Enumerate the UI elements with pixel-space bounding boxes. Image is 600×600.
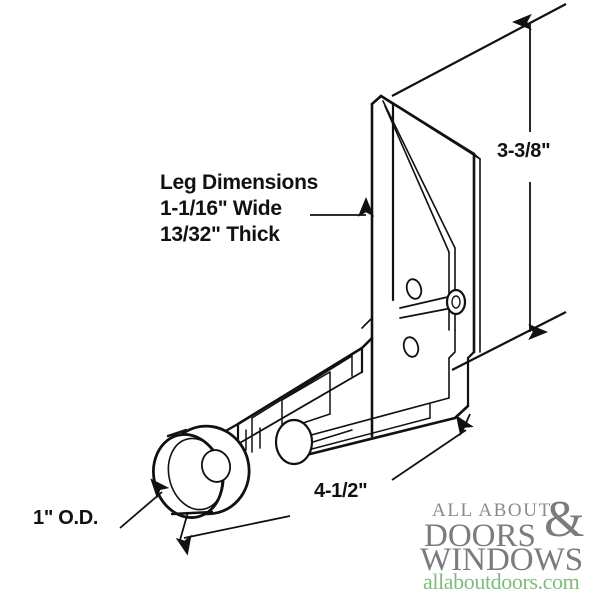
logo-windows-text: WINDOWS — [420, 542, 584, 578]
company-logo[interactable]: ALL ABOUT & DOORS WINDOWS allaboutdoors.… — [418, 494, 594, 595]
logo-website-url: allaboutdoors.com — [423, 569, 580, 594]
bracket-elbow — [360, 317, 374, 374]
roller-wheel — [152, 424, 251, 519]
wheel-diameter-label: 1" O.D. — [33, 507, 99, 529]
vertical-leg-foot — [448, 329, 481, 420]
height-dimension — [391, 3, 567, 371]
length-dimension — [175, 413, 474, 556]
leg-dimensions-line-1: Leg Dimensions — [160, 171, 318, 194]
leg-dimensions-label: Leg Dimensions 1-1/16" Wide 13/32" Thick — [160, 170, 318, 248]
height-dimension-label: 3-3/8" — [497, 140, 551, 162]
leg-dimensions-line-2: 1-1/16" Wide — [160, 197, 282, 220]
horizontal-arm-top-face — [236, 346, 457, 458]
horizontal-arm-channel — [251, 355, 353, 437]
logo-doors-text: DOORS — [424, 518, 536, 554]
logo-ampersand: & — [544, 491, 585, 548]
vertical-leg-inner-rib — [382, 100, 456, 331]
length-dimension-label: 4-1/2" — [314, 480, 368, 502]
axle-pin — [399, 288, 467, 319]
logo-all-about-text: ALL ABOUT — [432, 500, 552, 521]
wheel-diameter-leader — [119, 478, 170, 529]
vertical-leg-top-and-side — [379, 94, 481, 354]
leg-mounting-holes — [402, 278, 423, 358]
leg-dimensions-line-3: 13/32" Thick — [160, 223, 280, 246]
arm-bearing-boss — [274, 418, 314, 466]
